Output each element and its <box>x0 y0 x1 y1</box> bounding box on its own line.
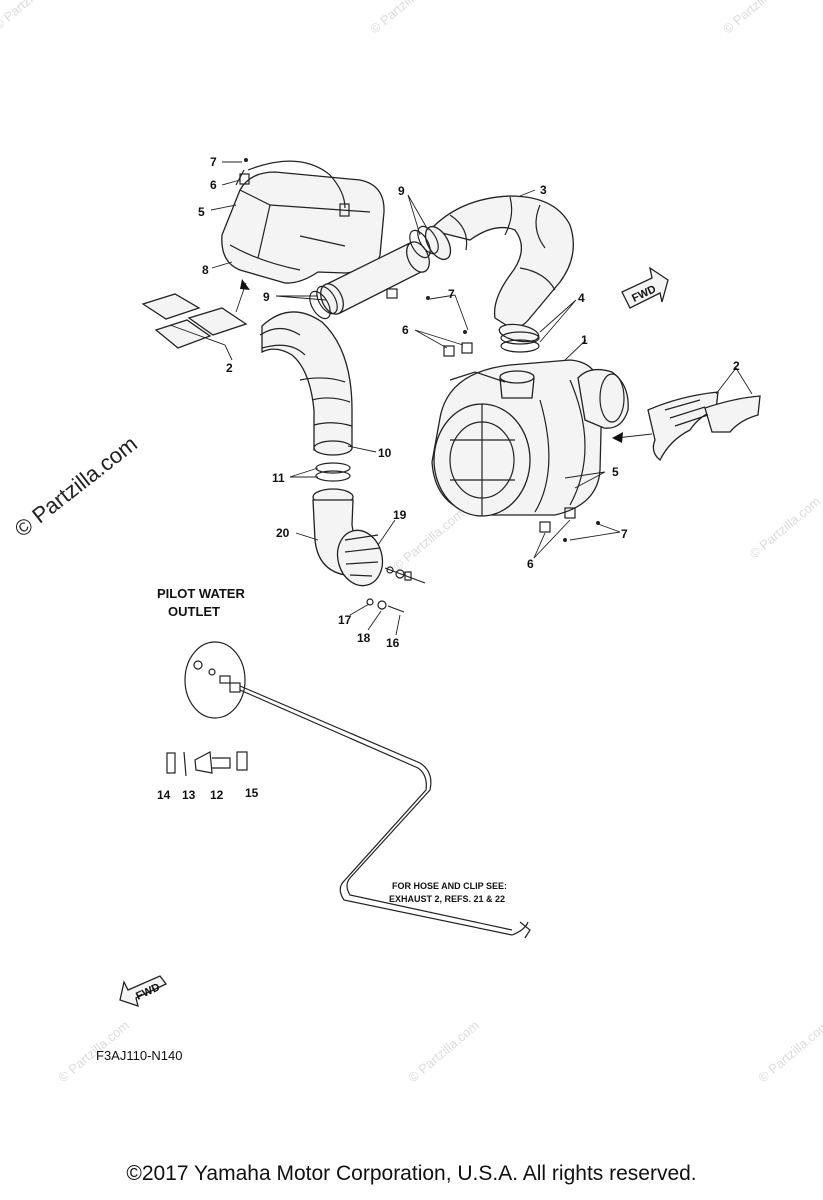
watermark-top-right: © Partzilla.com <box>720 0 797 37</box>
elbow-20 <box>312 488 384 587</box>
label-9a: 9 <box>398 184 405 198</box>
connector-tube <box>320 241 430 315</box>
label-4: 4 <box>578 291 585 305</box>
watermark-low-right: © Partzilla.com <box>755 1018 823 1086</box>
watermark-mid-right: © Partzilla.com <box>746 493 823 561</box>
watermark-top-left: © Partzilla.com <box>0 0 67 33</box>
label-6b: 6 <box>402 323 409 337</box>
arrow-head-airbox <box>612 432 623 443</box>
background-watermarks: © Partzilla.com © Partzilla.com © Partzi… <box>0 0 823 1085</box>
label-11: 11 <box>272 471 285 485</box>
label-2b: 2 <box>733 359 740 373</box>
silencer-box-8 <box>221 160 385 284</box>
label-5b: 5 <box>612 465 619 479</box>
label-7c: 7 <box>621 527 628 541</box>
label-1: 1 <box>581 333 588 347</box>
label-2a: 2 <box>226 361 233 375</box>
pilot-water-outlet-detail <box>166 641 531 939</box>
leader-lines <box>169 161 753 636</box>
label-8: 8 <box>202 263 209 277</box>
pads-2-right <box>647 391 761 462</box>
clamps-11 <box>315 462 351 482</box>
arrow-head-box <box>240 279 250 290</box>
label-7a: 7 <box>210 155 217 169</box>
watermark-low-center: © Partzilla.com <box>405 1018 482 1086</box>
fwd-arrow-right: FWD <box>621 266 669 309</box>
watermark-top-center: © Partzilla.com <box>367 0 444 37</box>
diagram-code: F3AJ110-N140 <box>96 1048 182 1063</box>
partzilla-watermark: © Partzilla.com <box>10 431 142 542</box>
intake-hose-10 <box>259 311 353 456</box>
copyright-notice: ©2017 Yamaha Motor Corporation, U.S.A. A… <box>126 1162 697 1185</box>
label-10: 10 <box>378 446 392 460</box>
pads-2-left <box>141 293 248 349</box>
pilot-water-outlet-line1: PILOT WATER <box>157 586 245 601</box>
label-13: 13 <box>182 788 196 802</box>
label-9b: 9 <box>263 290 270 304</box>
svg-text:FWD: FWD <box>134 981 162 1002</box>
hose-note-line2: EXHAUST 2, REFS. 21 & 22 <box>389 894 505 904</box>
label-3: 3 <box>540 183 547 197</box>
label-17: 17 <box>338 613 352 627</box>
part-labels: 7 6 5 8 9 3 9 7 6 4 1 2 2 10 11 5 7 6 19… <box>157 155 740 802</box>
air-box-1 <box>431 359 629 517</box>
fwd-arrow-left: FWD <box>119 975 168 1007</box>
label-19: 19 <box>393 508 407 522</box>
hose-note-line1: FOR HOSE AND CLIP SEE: <box>392 881 507 891</box>
bolts-16-17-18 <box>366 566 426 613</box>
clamps-9 <box>309 225 439 320</box>
label-7b: 7 <box>448 287 455 301</box>
label-15: 15 <box>245 786 259 800</box>
label-20: 20 <box>276 526 290 540</box>
clamps-4 <box>500 331 540 353</box>
pilot-water-outlet-line2: OUTLET <box>168 604 220 619</box>
label-14: 14 <box>157 788 171 802</box>
label-16: 16 <box>386 636 400 650</box>
label-6c: 6 <box>527 557 534 571</box>
label-18: 18 <box>357 631 371 645</box>
label-6a: 6 <box>210 178 217 192</box>
hose-3 <box>424 195 574 343</box>
label-5a: 5 <box>198 205 205 219</box>
label-12: 12 <box>210 788 224 802</box>
